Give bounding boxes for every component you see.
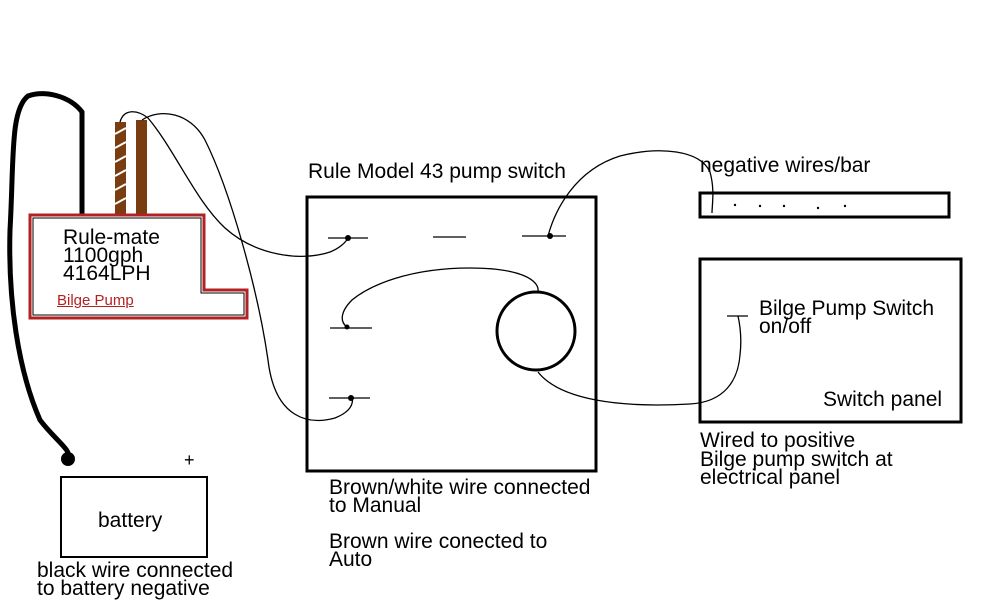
bilge-pump-outline bbox=[28, 213, 249, 320]
bilge-pump-inner bbox=[32, 217, 245, 316]
battery-box bbox=[60, 476, 208, 558]
terminal-dots bbox=[344, 233, 553, 401]
wire-switch-to-negative-bar bbox=[547, 150, 714, 237]
panel-note-line-2: Bilge pump switch at bbox=[700, 448, 893, 471]
panel-note-line-1: Wired to positive bbox=[700, 429, 856, 452]
note-auto-line-1: Brown wire conected to bbox=[329, 530, 548, 553]
switch-panel-box bbox=[698, 257, 963, 424]
negative-bar-label: negative wires/bar bbox=[700, 154, 871, 177]
note-auto-line-2: Auto bbox=[329, 548, 373, 571]
battery-label: battery bbox=[98, 509, 163, 532]
battery-negative-terminal bbox=[61, 452, 75, 466]
brown-white-wire bbox=[115, 122, 126, 214]
wire-float-to-panel bbox=[537, 315, 742, 406]
pump-name: Bilge Pump bbox=[57, 292, 134, 309]
switch-terminals bbox=[328, 235, 566, 399]
panel-note-line-3: electrical panel bbox=[700, 466, 841, 489]
wire-brown-to-auto bbox=[141, 113, 354, 421]
float-switch-circle bbox=[495, 290, 577, 372]
negative-bar bbox=[698, 191, 951, 219]
battery-note-line-1: black wire connected bbox=[37, 559, 234, 582]
pump-gph: 1100gph bbox=[63, 244, 144, 267]
battery-plus: + bbox=[184, 450, 195, 470]
note-manual-line-2: to Manual bbox=[329, 494, 422, 517]
note-manual-line-1: Brown/white wire connected bbox=[329, 476, 591, 499]
switch-title: Rule Model 43 pump switch bbox=[308, 160, 566, 183]
panel-name: Switch panel bbox=[823, 388, 943, 411]
wire-float-to-terminal bbox=[341, 267, 539, 328]
black-wire bbox=[7, 91, 85, 461]
panel-switch-label-1: Bilge Pump Switch bbox=[759, 297, 935, 320]
panel-switch-label-2: on/off bbox=[759, 315, 812, 338]
negative-bar-dots bbox=[733, 203, 847, 210]
brown-white-stripes bbox=[114, 127, 127, 205]
wire-brownwhite-to-manual bbox=[119, 111, 349, 257]
pump-lph: 4164LPH bbox=[63, 262, 151, 285]
brown-wire bbox=[136, 120, 147, 214]
pump-switch-box bbox=[305, 195, 598, 473]
pump-model: Rule-mate bbox=[63, 226, 160, 249]
battery-note-line-2: to battery negative bbox=[37, 577, 210, 600]
